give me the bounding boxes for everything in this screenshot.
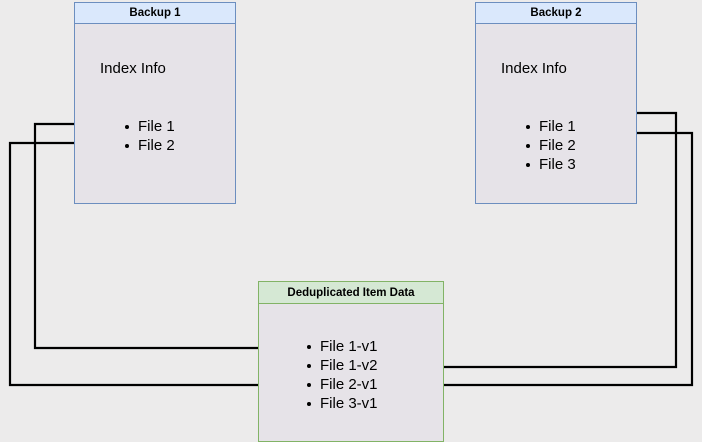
file-label: File 2 [138,137,175,154]
backup-1-node[interactable]: Backup 1 Index Info File 1 File 2 [74,2,236,204]
dedup-item-label: File 1-v1 [320,338,378,355]
connector-b2f2-to-file2v1 [394,131,694,393]
file-label: File 2 [539,137,576,154]
backup-2-body [475,24,637,204]
bullet-icon [125,124,129,129]
backup-1-index-label: Index Info [100,60,166,77]
backup-2-title: Backup 2 [475,2,637,24]
backup-1-title: Backup 1 [74,2,236,24]
bullet-icon [307,382,311,387]
bullet-icon [125,143,129,148]
dedup-item-label: File 3-v1 [320,395,378,412]
bullet-icon [526,162,530,167]
connector-b2f1-to-file1v2 [394,111,678,375]
dedup-item-label: File 1-v2 [320,357,378,374]
dedup-title: Deduplicated Item Data [258,281,444,304]
file-label: File 1 [138,118,175,135]
file-label: File 3 [539,156,576,173]
bullet-icon [526,124,530,129]
bullet-icon [307,344,311,349]
dedup-item-label: File 2-v1 [320,376,378,393]
backup-2-index-label: Index Info [501,60,567,77]
connector-b1f2-to-file2v1 [8,141,302,393]
bullet-icon [526,143,530,148]
file-label: File 1 [539,118,576,135]
bullet-icon [307,401,311,406]
backup-1-body [74,24,236,204]
bullet-icon [307,363,311,368]
backup-2-node[interactable]: Backup 2 Index Info File 1 File 2 File 3 [475,2,637,204]
